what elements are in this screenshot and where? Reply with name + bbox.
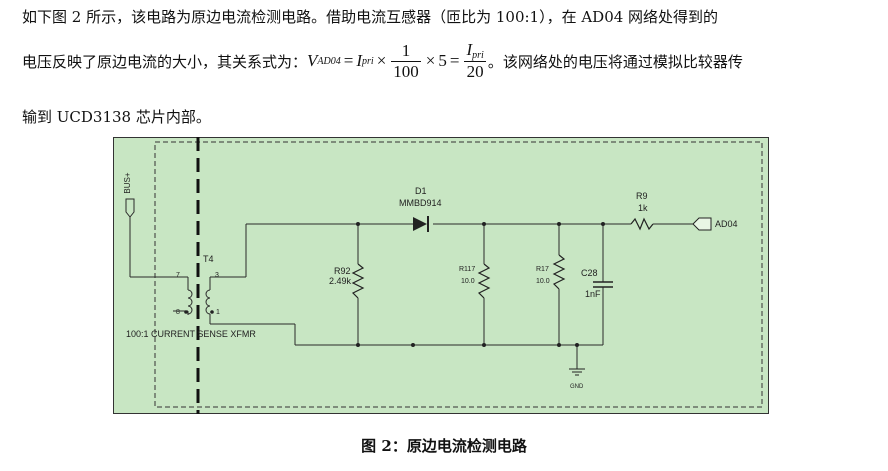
resistor-r17 [552,254,566,290]
bus-connector [125,198,135,218]
fraction-2-bar [464,61,486,62]
figure-caption: 图 2：原边电流检测电路 [361,437,527,455]
primary-coil [187,289,193,315]
c28-ref-label: C28 [581,268,598,278]
junctions [184,222,605,347]
fraction-2-numerator: Ipri [464,40,485,61]
formula-fraction-2: Ipri 20 [464,40,486,82]
formula-times-2: × [425,51,436,70]
pin-3-label: 3 [215,272,219,279]
r117-ref-label: R117 [459,266,475,273]
schematic-panel [113,137,769,414]
pin-8-label: 8 [176,309,180,316]
fraction-2-denominator: 20 [466,62,484,81]
ad04-connector [692,217,712,231]
formula-fraction-1: 1 100 [391,41,421,82]
resistor-r117 [477,263,491,299]
c28-value-label: 1nF [585,289,601,299]
r17-value-label: 10.0 [536,278,550,285]
resistor-r9 [630,217,654,231]
dashed-boundary [154,141,763,408]
r92-ref-label: R92 [334,266,351,276]
pin-7-label: 7 [176,272,180,279]
paragraph-line-2-suffix: 。该网络处的电压将通过模拟比较器传 [487,52,743,71]
capacitor-c28 [593,281,613,288]
formula-v-sub: AD04 [317,55,341,67]
fraction-1-denominator: 100 [393,61,419,81]
formula-v: V [307,51,318,70]
t4-label: T4 [203,254,214,264]
ground-symbol [569,368,585,376]
fraction-2-num-sub: pri [472,50,484,61]
secondary-coil [205,289,211,315]
formula-eq-2: = [449,51,460,70]
diode-d1 [413,216,429,232]
schematic-svg: BUS+ T4 7 3 8 1 100:1 CURRENT SENSE XFMR… [113,137,769,414]
r92-value-label: 2.49k [329,276,352,286]
r117-value-label: 10.0 [461,278,475,285]
ad04-label: AD04 [715,219,738,229]
fraction-2-num-var: I [466,40,473,59]
pin-1-label: 1 [216,309,220,316]
bus-plus-label: BUS+ [123,172,132,193]
d1-ref-label: D1 [415,186,427,196]
paragraph-line-1: 如下图 2 所示，该电路为原边电流检测电路。借助电流互感器（匝比为 100:1）… [22,8,719,26]
formula-eq-1: = [343,51,354,70]
r17-ref-label: R17 [536,266,549,273]
fraction-1-numerator: 1 [401,40,411,60]
fraction-1-bar [391,60,421,62]
d1-part-label: MMBD914 [399,198,442,208]
formula-i: I [356,51,363,70]
r9-ref-label: R9 [636,191,648,201]
xfmr-label: 100:1 CURRENT SENSE XFMR [126,329,256,339]
gnd-label: GND [570,384,584,390]
formula-i-sub: pri [362,55,374,67]
paragraph-line-3: 输到 UCD3138 芯片内部。 [22,108,211,126]
formula-factor: 5 [438,51,447,70]
resistor-r92 [351,263,365,299]
paragraph-line-2-prefix: 电压反映了原边电流的大小，其关系式为： [22,52,308,71]
r9-value-label: 1k [638,203,648,213]
wires [125,198,693,369]
schematic-figure: BUS+ T4 7 3 8 1 100:1 CURRENT SENSE XFMR… [113,137,769,418]
formula-times-1: × [376,51,387,70]
